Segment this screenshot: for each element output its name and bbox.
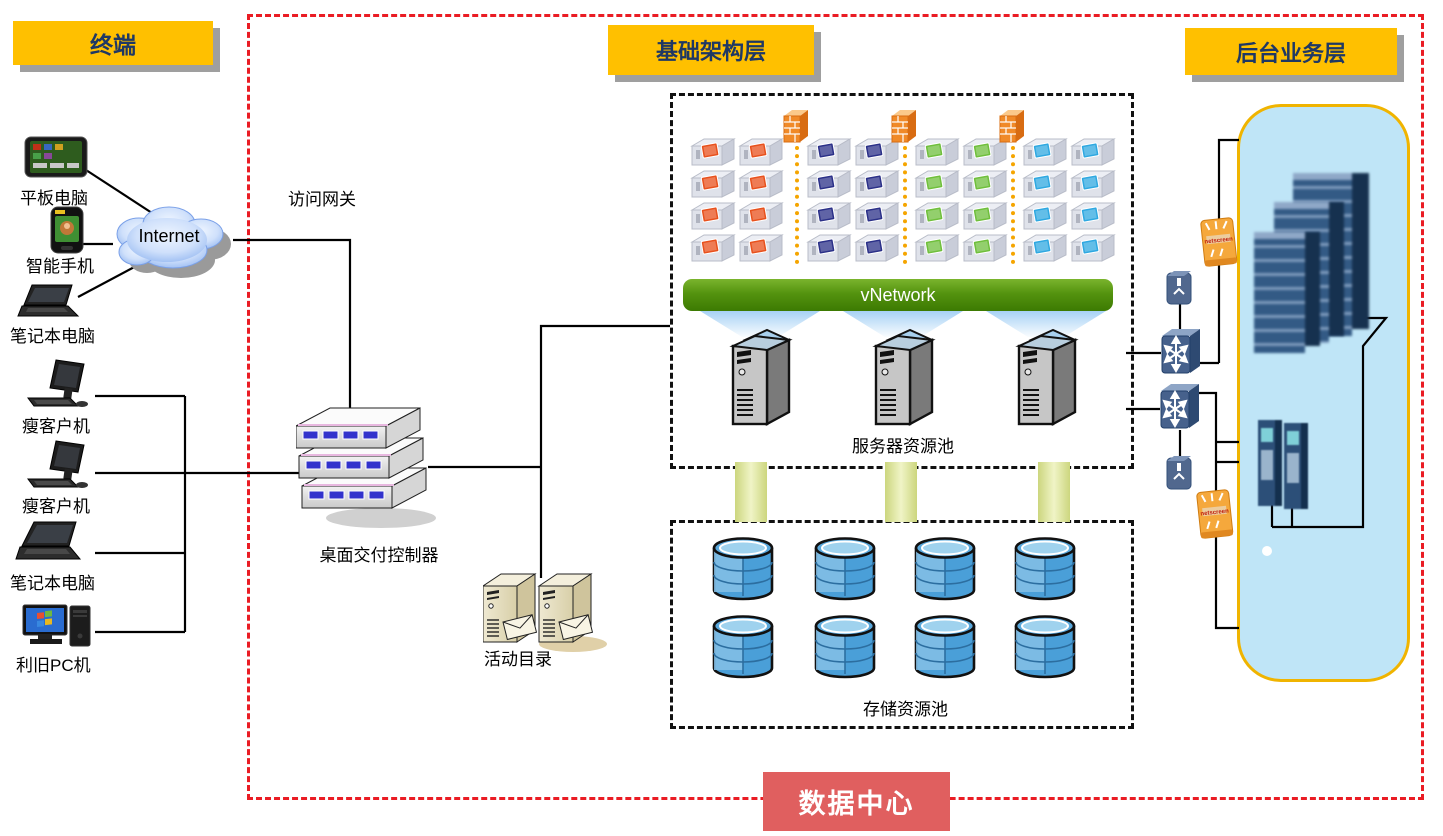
storage-cylinder-icon <box>1012 614 1078 685</box>
vm-group-orange-vm-icon <box>690 169 736 200</box>
vm-zone-separator <box>903 146 907 264</box>
storage-cylinder-icon <box>710 536 776 607</box>
vnetwork-label: vNetwork <box>860 284 936 305</box>
pool-server-icon <box>870 328 936 435</box>
firewall-brick-icon <box>998 108 1026 144</box>
vm-zone-separator <box>1011 146 1015 264</box>
laptop-icon-2 <box>15 521 82 560</box>
vm-group-lightblue-vm-icon <box>1070 169 1116 200</box>
internet-cloud-text: Internet <box>138 226 199 246</box>
thin-client-label-1: 瘦客户机 <box>22 417 90 436</box>
smartphone-label: 智能手机 <box>26 257 94 276</box>
vm-group-navy-vm-icon <box>806 233 852 264</box>
server-pool-label: 服务器资源池 <box>852 437 954 456</box>
vm-group-green-vm-icon <box>914 201 960 232</box>
thin-client-icon-2 <box>27 440 88 488</box>
vm-group-lightblue-vm-icon <box>1070 137 1116 168</box>
firewall-brick-icon <box>782 108 810 144</box>
legacy-pc-label: 利旧PC机 <box>16 656 91 675</box>
laptop-label-1: 笔记本电脑 <box>10 327 95 346</box>
pool-connector-bar <box>885 462 917 522</box>
vnetwork-bar: vNetwork <box>683 279 1113 311</box>
terminal-section-title: 终端 <box>13 21 213 65</box>
desktop-controller-icon <box>296 407 436 528</box>
vm-group-orange-vm-icon <box>738 201 784 232</box>
infrastructure-section-title: 基础架构层 <box>608 25 814 75</box>
backend-section-title-text: 后台业务层 <box>1235 40 1346 66</box>
vm-group-lightblue-vm-icon <box>1070 201 1116 232</box>
backend-tower-2 <box>1284 423 1308 509</box>
desktop-controller-label: 桌面交付控制器 <box>319 546 439 565</box>
vm-group-lightblue-vm-icon <box>1022 233 1068 264</box>
vm-group-navy-vm-icon <box>806 137 852 168</box>
vm-group-orange-vm-icon <box>738 169 784 200</box>
vm-zone-separator <box>795 146 799 264</box>
firewall-appliance-icon-1: netscreen <box>1200 217 1238 267</box>
vm-group-green-vm-icon <box>962 233 1008 264</box>
vm-group-lightblue-vm-icon <box>1022 137 1068 168</box>
switch-icon-1 <box>1161 329 1200 374</box>
vm-group-orange-vm-icon <box>690 201 736 232</box>
network-module-icon-2 <box>1166 456 1192 490</box>
vm-group-lightblue-vm-icon <box>1070 233 1116 264</box>
pool-server-icon <box>1013 328 1079 435</box>
vm-group-green-vm-icon <box>962 201 1008 232</box>
vm-group-orange-vm-icon <box>738 233 784 264</box>
thin-client-icon-1 <box>27 359 88 407</box>
vm-group-green-vm-icon <box>962 137 1008 168</box>
vm-group-navy-vm-icon <box>854 169 900 200</box>
switch-icon-2 <box>1160 384 1199 429</box>
infrastructure-section-title-text: 基础架构层 <box>655 39 766 64</box>
vm-group-navy-vm-icon <box>806 169 852 200</box>
white-dot <box>1262 546 1272 556</box>
storage-cylinder-icon <box>710 614 776 685</box>
internet-cloud: Internet <box>116 206 231 278</box>
svg-text:netscreen: netscreen <box>1200 509 1229 518</box>
vm-group-green-vm-icon <box>914 233 960 264</box>
storage-cylinder-icon <box>812 536 878 607</box>
pool-server-icon <box>727 328 793 435</box>
laptop-label-2: 笔记本电脑 <box>10 574 95 593</box>
pool-connector-bar <box>735 462 767 522</box>
tablet-icon <box>24 136 88 178</box>
backend-tower-1 <box>1258 420 1282 506</box>
vm-group-green-vm-icon <box>914 137 960 168</box>
active-directory-label: 活动目录 <box>484 650 552 669</box>
legacy-pc-icon <box>22 604 91 647</box>
vm-group-navy-vm-icon <box>806 201 852 232</box>
storage-cylinder-icon <box>912 536 978 607</box>
vm-group-green-vm-icon <box>962 169 1008 200</box>
vm-group-orange-vm-icon <box>690 233 736 264</box>
vm-group-orange-vm-icon <box>690 137 736 168</box>
network-module-icon-1 <box>1166 271 1192 305</box>
vm-group-lightblue-vm-icon <box>1022 169 1068 200</box>
storage-pool-label: 存储资源池 <box>863 700 948 719</box>
datacenter-label-text: 数据中心 <box>798 789 915 819</box>
backend-section-title: 后台业务层 <box>1185 28 1397 75</box>
tablet-label: 平板电脑 <box>20 189 88 208</box>
access-gateway-label: 访问网关 <box>288 190 356 209</box>
vm-group-navy-vm-icon <box>854 201 900 232</box>
vm-group-green-vm-icon <box>914 169 960 200</box>
terminal-section-title-text: 终端 <box>90 32 136 58</box>
vm-group-navy-vm-icon <box>854 137 900 168</box>
vm-group-orange-vm-icon <box>738 137 784 168</box>
vm-group-navy-vm-icon <box>854 233 900 264</box>
storage-cylinder-icon <box>1012 536 1078 607</box>
smartphone-icon <box>50 206 84 254</box>
vm-group-lightblue-vm-icon <box>1022 201 1068 232</box>
datacenter-label: 数据中心 <box>763 772 950 831</box>
storage-cylinder-icon <box>912 614 978 685</box>
pool-connector-bar <box>1038 462 1070 522</box>
svg-text:netscreen: netscreen <box>1204 237 1233 246</box>
server-rack-front <box>1254 232 1320 353</box>
firewall-brick-icon <box>890 108 918 144</box>
storage-cylinder-icon <box>812 614 878 685</box>
thin-client-label-2: 瘦客户机 <box>22 497 90 516</box>
firewall-appliance-icon-2: netscreen <box>1196 489 1234 539</box>
active-directory-icon <box>483 573 607 652</box>
laptop-icon-1 <box>17 284 80 317</box>
